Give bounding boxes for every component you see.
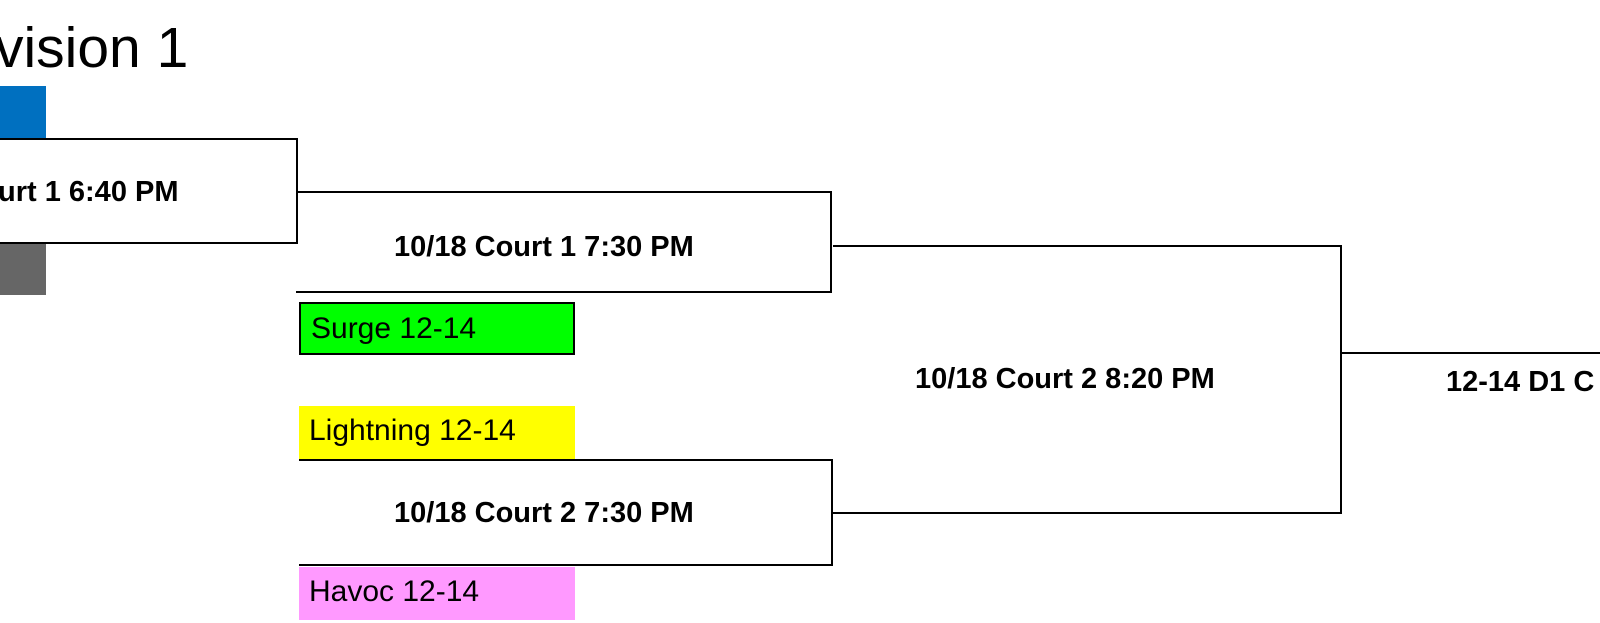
champion-label: 12-14 D1 C bbox=[1446, 366, 1595, 398]
final-vertical-connector bbox=[1340, 245, 1342, 514]
bottom-left-team-box bbox=[0, 242, 46, 295]
first-round-match-label: urt 1 6:40 PM bbox=[0, 176, 179, 208]
semifinal-1-match-box bbox=[296, 191, 832, 293]
semifinal-2-match-box bbox=[299, 459, 833, 566]
semifinal-2-match-label: 10/18 Court 2 7:30 PM bbox=[394, 497, 694, 529]
final-match-label: 10/18 Court 2 8:20 PM bbox=[915, 363, 1215, 395]
bracket-title: vision 1 bbox=[0, 16, 189, 80]
team-surge-label: Surge 12-14 bbox=[311, 312, 477, 345]
team-lightning-box: Lightning 12-14 bbox=[299, 406, 575, 460]
team-havoc-label: Havoc 12-14 bbox=[309, 575, 480, 608]
semifinal-2-connector bbox=[833, 512, 1342, 514]
team-havoc-box: Havoc 12-14 bbox=[299, 567, 575, 620]
team-surge-box: Surge 12-14 bbox=[299, 302, 575, 355]
semifinal-1-connector bbox=[833, 245, 1342, 247]
semifinal-1-match-label: 10/18 Court 1 7:30 PM bbox=[394, 231, 694, 263]
team-lightning-label: Lightning 12-14 bbox=[309, 414, 516, 447]
champion-connector bbox=[1340, 352, 1600, 354]
top-left-team-box bbox=[0, 86, 46, 138]
